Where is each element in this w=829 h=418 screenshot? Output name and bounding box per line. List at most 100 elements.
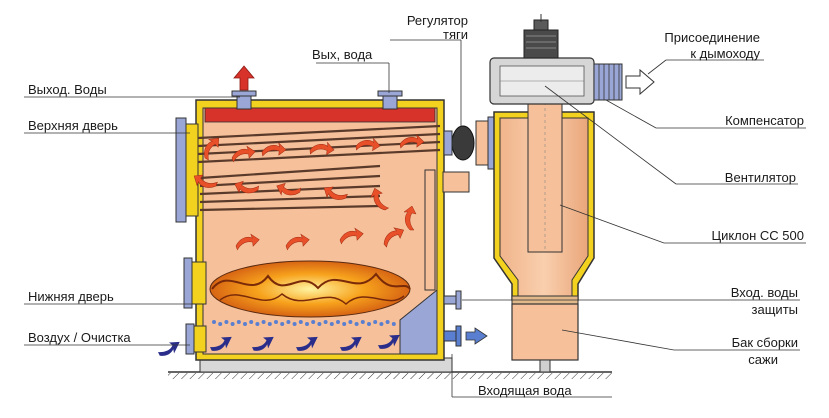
grate-dot <box>348 320 353 324</box>
soot-tank <box>511 303 579 373</box>
grate-dot <box>342 322 347 326</box>
hot-arrow <box>261 142 287 157</box>
grate-dot <box>280 322 285 326</box>
tube <box>199 184 381 196</box>
hot-arrow <box>231 145 256 163</box>
grate-dot <box>391 322 396 326</box>
inner-baffle <box>424 169 436 291</box>
label-soot-tank-1: Бак сборки <box>731 335 798 350</box>
grate-dot <box>379 322 384 326</box>
hot-arrow <box>234 180 260 194</box>
hot-arrow <box>399 134 425 149</box>
hot-arrow <box>204 137 219 161</box>
label-protection-water-1: Вход. воды <box>730 285 798 300</box>
grate-dot <box>298 320 303 324</box>
grate-dot <box>360 320 365 324</box>
water-out-pipe-2 <box>377 90 403 110</box>
grate-dot <box>236 320 241 324</box>
fire-bed <box>209 260 411 318</box>
grate-dot <box>286 320 291 324</box>
tube <box>197 124 441 140</box>
tube <box>199 174 381 188</box>
hot-arrow <box>309 141 335 156</box>
tube <box>199 204 381 212</box>
grate-dot <box>218 322 223 326</box>
grate-dot <box>354 322 359 326</box>
lower-door <box>183 257 207 309</box>
chimney-arrow <box>625 68 655 96</box>
grate-dot <box>267 322 272 326</box>
hot-arrow <box>383 227 405 248</box>
hot-arrow <box>285 233 310 251</box>
grate-dot <box>249 320 254 324</box>
label-soot-tank-2: сажи <box>748 352 778 367</box>
grate-dot <box>317 322 322 326</box>
fan <box>489 57 595 105</box>
grate-dot <box>305 322 309 326</box>
rear-water-jacket <box>399 288 438 355</box>
label-protection-water-2: защиты <box>751 302 798 317</box>
grate-dot <box>255 322 260 326</box>
grate-dot <box>329 322 334 326</box>
grate-dot <box>385 320 390 324</box>
upper-door <box>175 117 199 223</box>
hot-water-up-arrow <box>233 65 255 91</box>
cold-arrow <box>210 336 232 351</box>
leader-lines <box>24 39 806 398</box>
grate-dot <box>367 322 371 326</box>
grate-dot <box>212 320 216 324</box>
grate-dot <box>274 320 278 324</box>
label-water-outlet: Выход. Воды <box>28 82 107 97</box>
label-water-out-short: Вых, вода <box>312 47 373 62</box>
grate <box>212 320 396 326</box>
grate-dot <box>261 320 266 324</box>
grate-dot <box>230 322 235 326</box>
draft-regulator <box>443 125 475 161</box>
hot-arrow <box>276 182 302 196</box>
heat-exchanger-tubes <box>197 124 441 212</box>
grate-dot <box>336 320 340 324</box>
grate-dot <box>373 320 378 324</box>
label-air-cleaning: Воздух / Очистка <box>28 330 131 345</box>
air-inlet-arrows <box>158 334 400 356</box>
incoming-water-pipe <box>443 325 488 347</box>
hot-arrow <box>403 205 417 231</box>
hot-arrow <box>193 174 218 188</box>
cold-arrow <box>252 336 274 351</box>
grate-dot <box>292 322 297 326</box>
hot-arrow <box>323 186 348 200</box>
label-water-inlet: Входящая вода <box>478 383 572 398</box>
cold-arrow <box>378 334 400 349</box>
hot-arrow <box>355 137 381 152</box>
protection-water-pipe <box>443 290 462 310</box>
water-outlet-pipe <box>231 90 257 110</box>
hot-water-header <box>204 107 436 123</box>
cold-arrow <box>340 336 362 351</box>
label-chimney-connection-1: Присоединение <box>664 30 760 45</box>
grate-dot <box>323 320 328 324</box>
tube <box>199 194 381 204</box>
label-lower-door: Нижняя дверь <box>28 289 114 304</box>
tube <box>199 164 381 180</box>
label-draft-regulator-2: тяги <box>443 27 468 42</box>
tube <box>197 132 441 148</box>
ground <box>168 371 612 379</box>
cyclone <box>493 101 595 301</box>
compensator <box>593 63 623 101</box>
cold-arrow <box>158 341 180 356</box>
label-chimney-connection-2: к дымоходу <box>690 46 760 61</box>
grate-dot <box>243 322 247 326</box>
grate-dot <box>311 320 316 324</box>
cold-arrow <box>296 336 318 351</box>
label-upper-door: Верхняя дверь <box>28 118 118 133</box>
hot-arrow <box>370 187 390 211</box>
label-compensator: Компенсатор <box>725 113 804 128</box>
label-fan: Вентилятор <box>724 170 796 185</box>
air-cleaning-door <box>185 323 207 355</box>
hot-gas-arrows <box>193 134 425 251</box>
tube <box>197 148 441 164</box>
label-draft-regulator-1: Регулятор <box>406 13 468 28</box>
hot-arrow <box>339 227 364 245</box>
grate-dot <box>224 320 229 324</box>
